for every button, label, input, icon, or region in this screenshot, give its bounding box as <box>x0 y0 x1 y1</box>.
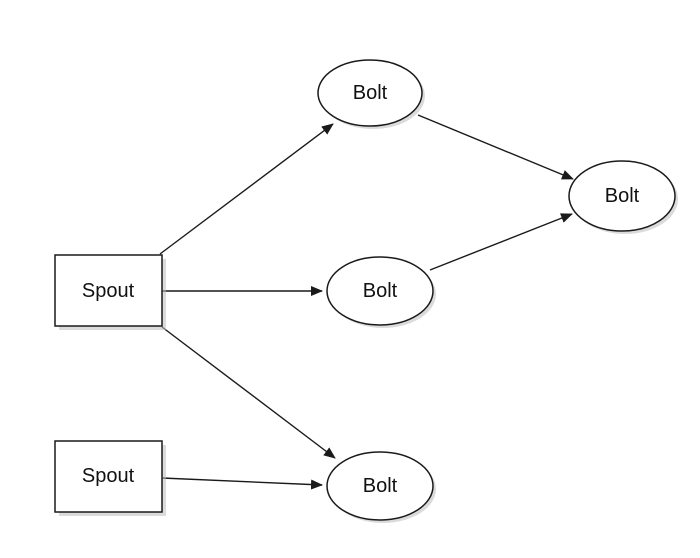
spout-node-1-box <box>54 254 163 327</box>
spout-node-2-label: Spout <box>82 465 135 487</box>
bolt-node-middle-shape <box>326 256 434 326</box>
spout-node-1-label: Spout <box>82 280 135 302</box>
edge-bolt-middle-to-bolt-right <box>429 213 573 271</box>
edge-spout-2-to-bolt-bottom <box>161 477 323 490</box>
bolt-node-top[interactable]: Bolt <box>317 59 425 129</box>
bolt-node-middle-label: Bolt <box>363 280 398 302</box>
bolt-node-bottom-shape <box>326 451 434 521</box>
bolt-node-top-label: Bolt <box>353 82 388 104</box>
bolt-node-right-shape <box>568 160 676 232</box>
bolt-node-middle[interactable]: Bolt <box>326 256 436 328</box>
bolt-node-right-label: Bolt <box>605 185 640 207</box>
edges <box>159 114 574 490</box>
edge-spout-1-to-bolt-bottom <box>161 326 336 459</box>
spout-node-2-box <box>54 440 163 513</box>
spout-node-1[interactable]: Spout <box>54 254 166 330</box>
bolt-node-right[interactable]: Bolt <box>568 160 678 234</box>
bolt-node-bottom-label: Bolt <box>363 475 398 497</box>
spout-node-2[interactable]: Spout <box>54 440 166 516</box>
edge-spout-1-to-bolt-top <box>159 123 334 255</box>
bolt-node-top-shape <box>317 59 423 127</box>
edge-bolt-top-to-bolt-right <box>417 114 574 180</box>
bolt-node-bottom[interactable]: Bolt <box>326 451 436 523</box>
